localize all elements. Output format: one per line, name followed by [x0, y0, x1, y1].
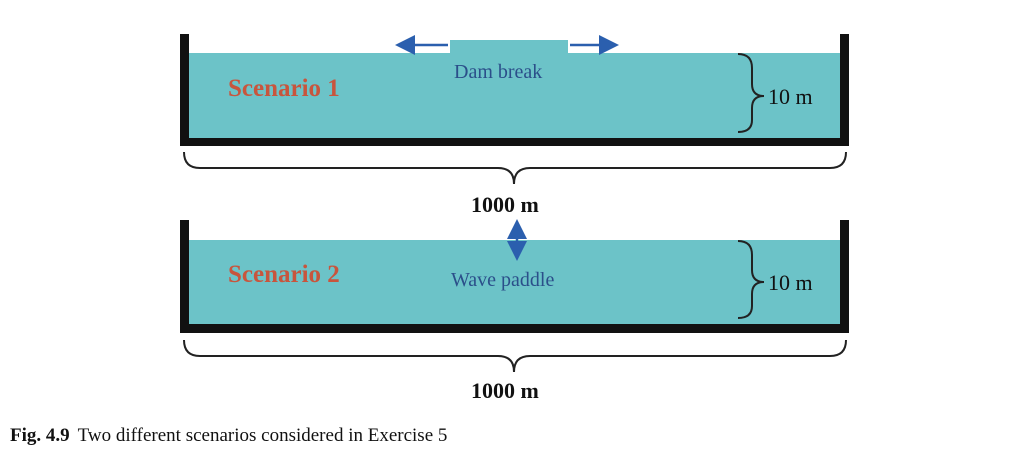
figure-caption-text: Two different scenarios considered in Ex… — [77, 425, 448, 446]
scenario1-depth-brace — [737, 53, 765, 133]
scenario1-length-brace — [183, 151, 847, 185]
figure-caption: Fig. 4.9 Two different scenarios consider… — [10, 425, 447, 447]
wave-paddle-label: Wave paddle — [451, 269, 554, 291]
scenario2-label: Scenario 2 — [228, 261, 340, 288]
scenario1-floor — [180, 138, 849, 146]
scenario1-right-wall — [840, 34, 849, 146]
scenario2-left-wall — [180, 220, 189, 333]
scenario1-left-wall — [180, 34, 189, 146]
dam-break-label: Dam break — [454, 61, 542, 83]
scenario2-length-label: 1000 m — [471, 378, 539, 403]
scenario1-depth-label: 10 m — [768, 84, 813, 109]
figure-number: Fig. 4.9 — [10, 425, 70, 446]
scenario2-depth-label: 10 m — [768, 270, 813, 295]
scenario1-tank — [180, 34, 849, 146]
scenario1-length-label: 1000 m — [471, 192, 539, 217]
scenario1-water — [188, 40, 840, 138]
scenario1-label: Scenario 1 — [228, 75, 340, 102]
scenario2-depth-brace — [737, 240, 765, 319]
scenario2-right-wall — [840, 220, 849, 333]
scenario2-floor — [180, 324, 849, 333]
scenario2-length-brace — [183, 339, 847, 373]
